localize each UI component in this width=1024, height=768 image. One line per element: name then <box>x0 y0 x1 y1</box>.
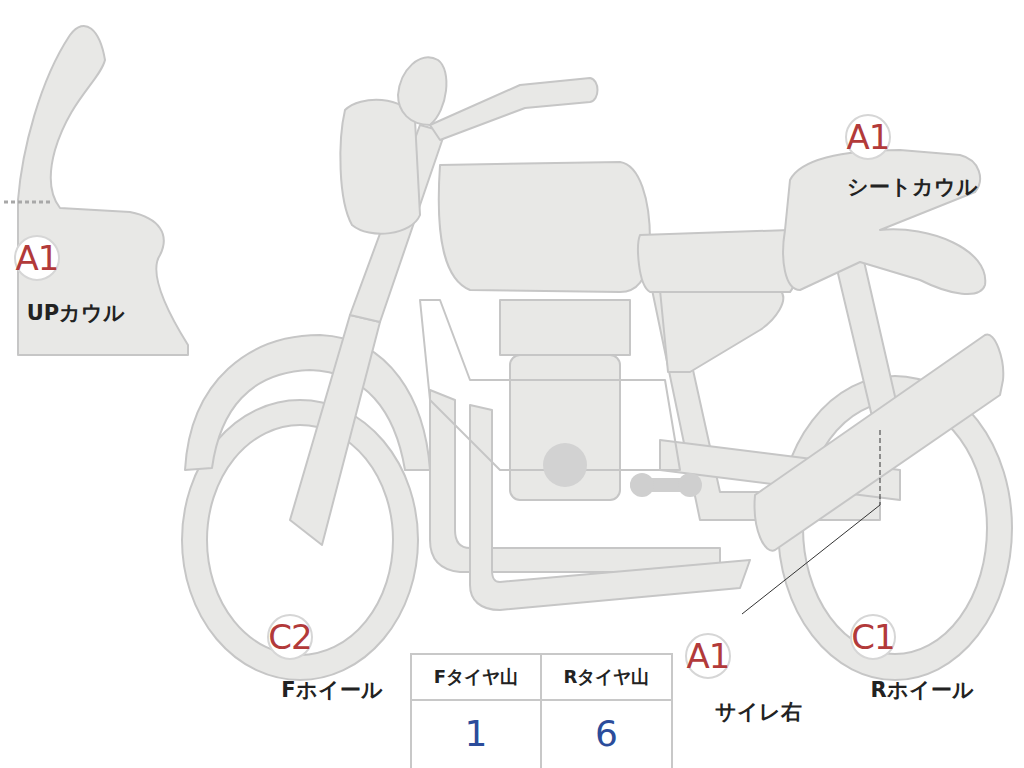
callout-number: C1 <box>851 620 894 654</box>
front-fork <box>290 315 380 545</box>
table-value: 6 <box>541 700 672 766</box>
table-frame <box>411 654 672 768</box>
engine-block <box>510 355 620 500</box>
part-name: シートカウル <box>847 176 978 199</box>
seat <box>638 230 797 292</box>
fuel-tank <box>439 162 650 292</box>
callout-number: A1 <box>687 639 730 673</box>
part-name: UPカウル <box>27 302 125 325</box>
leader-line <box>880 430 881 505</box>
front-fender <box>185 335 430 470</box>
table-value: 1 <box>411 700 541 766</box>
table-header: Fタイヤ山 <box>411 654 541 700</box>
footrest-end <box>678 473 702 497</box>
front-wheel-inner <box>207 425 393 655</box>
leader-line <box>742 505 880 614</box>
handlebar <box>430 78 598 140</box>
footrest-end <box>630 473 654 497</box>
part-name: サイレ右 <box>715 701 802 724</box>
callout-number: A1 <box>847 120 890 154</box>
headlight <box>340 100 420 234</box>
callout-circle: A1UPカウル <box>14 235 60 281</box>
callout-circle: A1サイレ右 <box>685 633 731 679</box>
upper-cowl <box>18 26 188 355</box>
callout-number: C2 <box>268 620 311 654</box>
cylinder-head <box>500 300 630 355</box>
table-rule <box>540 654 542 768</box>
silencer <box>755 334 1004 550</box>
part-name: Rホイール <box>870 679 973 702</box>
meter <box>398 57 446 125</box>
callout-number: A1 <box>16 241 59 275</box>
callout-circle: C1Rホイール <box>850 614 896 660</box>
cut-line <box>4 201 52 204</box>
callout-circle: A1シートカウル <box>845 114 891 160</box>
callout-circle: C2Fホイール <box>267 614 313 660</box>
seat-cowl <box>783 150 985 294</box>
engine-cover <box>543 443 587 487</box>
part-name: Fホイール <box>281 679 382 702</box>
table-header: Rタイヤ山 <box>541 654 672 700</box>
side-cover <box>660 290 783 372</box>
down-tube <box>420 300 680 470</box>
